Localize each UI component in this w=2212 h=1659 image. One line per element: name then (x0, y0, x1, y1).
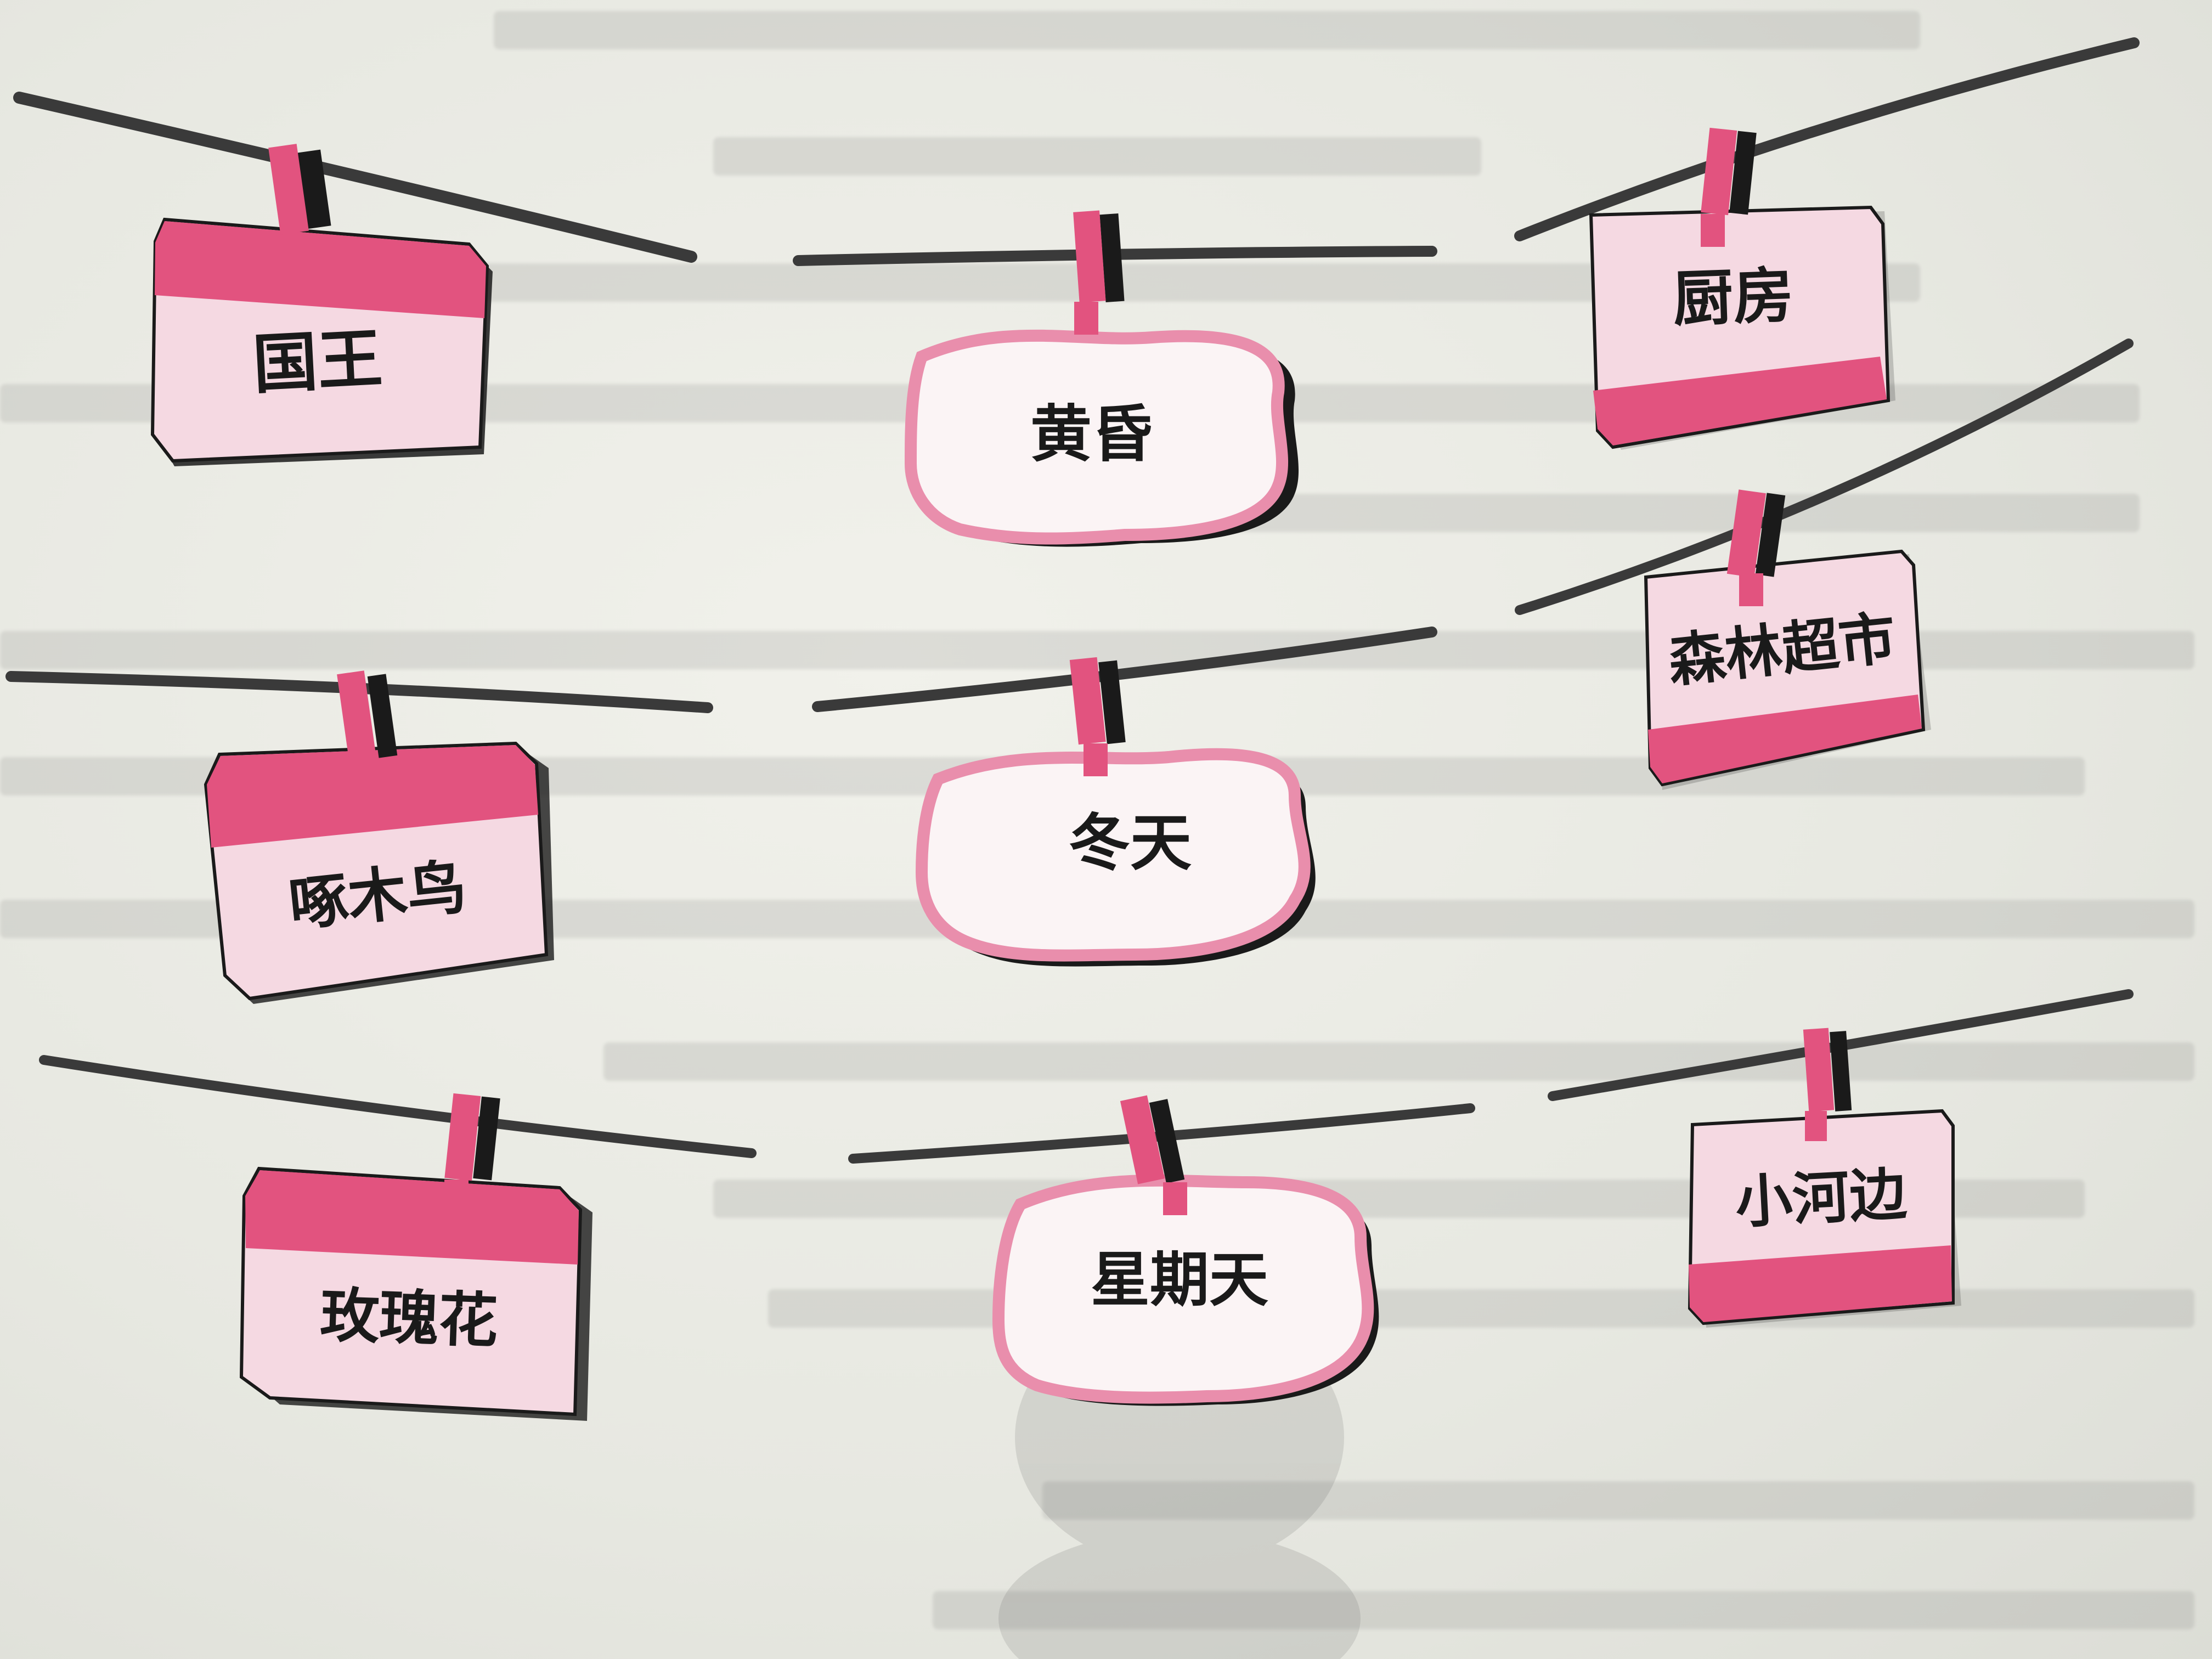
card-rose: 玫瑰花 (239, 1093, 592, 1421)
card-kitchen-text: 厨房 (1672, 259, 1795, 335)
clothespin-woodpecker (337, 670, 398, 790)
clothespin-king (268, 144, 331, 266)
card-rose-band (245, 1170, 579, 1265)
wire-row1-middle (793, 246, 1437, 266)
clothesline-wires (5, 37, 2140, 1164)
clothespin-forest-supermarket (1726, 489, 1786, 606)
wire-row1-right (1514, 37, 2140, 241)
wire-row3-middle (848, 1103, 1475, 1164)
card-winter-text: 冬天 (1069, 807, 1192, 879)
wire-row1-left (13, 92, 697, 263)
wire-row2-right (1515, 338, 2134, 615)
card-sunday-text: 星期天 (1091, 1245, 1268, 1314)
card-riverside-text: 小河边 (1734, 1160, 1908, 1236)
card-sunday-body (992, 1174, 1374, 1404)
card-forest-supermarket: 森林超市 (1644, 489, 1931, 790)
wire-row2-middle (812, 627, 1437, 712)
card-kitchen: 厨房 (1589, 127, 1895, 450)
wire-row3-right (1548, 989, 2134, 1101)
card-king-band (155, 221, 486, 318)
clothespin-riverside (1803, 1028, 1852, 1141)
card-rose-text: 玫瑰花 (319, 1280, 499, 1356)
card-woodpecker: 啄木鸟 (204, 670, 554, 1004)
clothespin-sunday (1120, 1095, 1187, 1215)
wire-row3-left (39, 1055, 757, 1158)
card-winter-body (915, 748, 1311, 962)
card-dusk-text: 黄昏 (1030, 398, 1153, 470)
card-riverside: 小河边 (1688, 1028, 1961, 1328)
card-winter: 冬天 (915, 657, 1316, 967)
clothespin-dusk (1073, 210, 1125, 335)
card-king-text: 国王 (251, 320, 384, 403)
clothespin-winter (1069, 657, 1126, 776)
card-forest-supermarket-band (1648, 695, 1922, 783)
clothespin-rose (444, 1093, 500, 1212)
card-kitchen-band (1593, 357, 1887, 445)
card-dusk: 黄昏 (904, 210, 1299, 547)
card-dusk-body (904, 329, 1288, 545)
clothespin-kitchen (1701, 127, 1757, 247)
card-riverside-band (1689, 1245, 1952, 1322)
card-king: 国王 (150, 144, 493, 466)
card-sunday: 星期天 (992, 1095, 1379, 1406)
card-woodpecker-band (207, 745, 538, 848)
